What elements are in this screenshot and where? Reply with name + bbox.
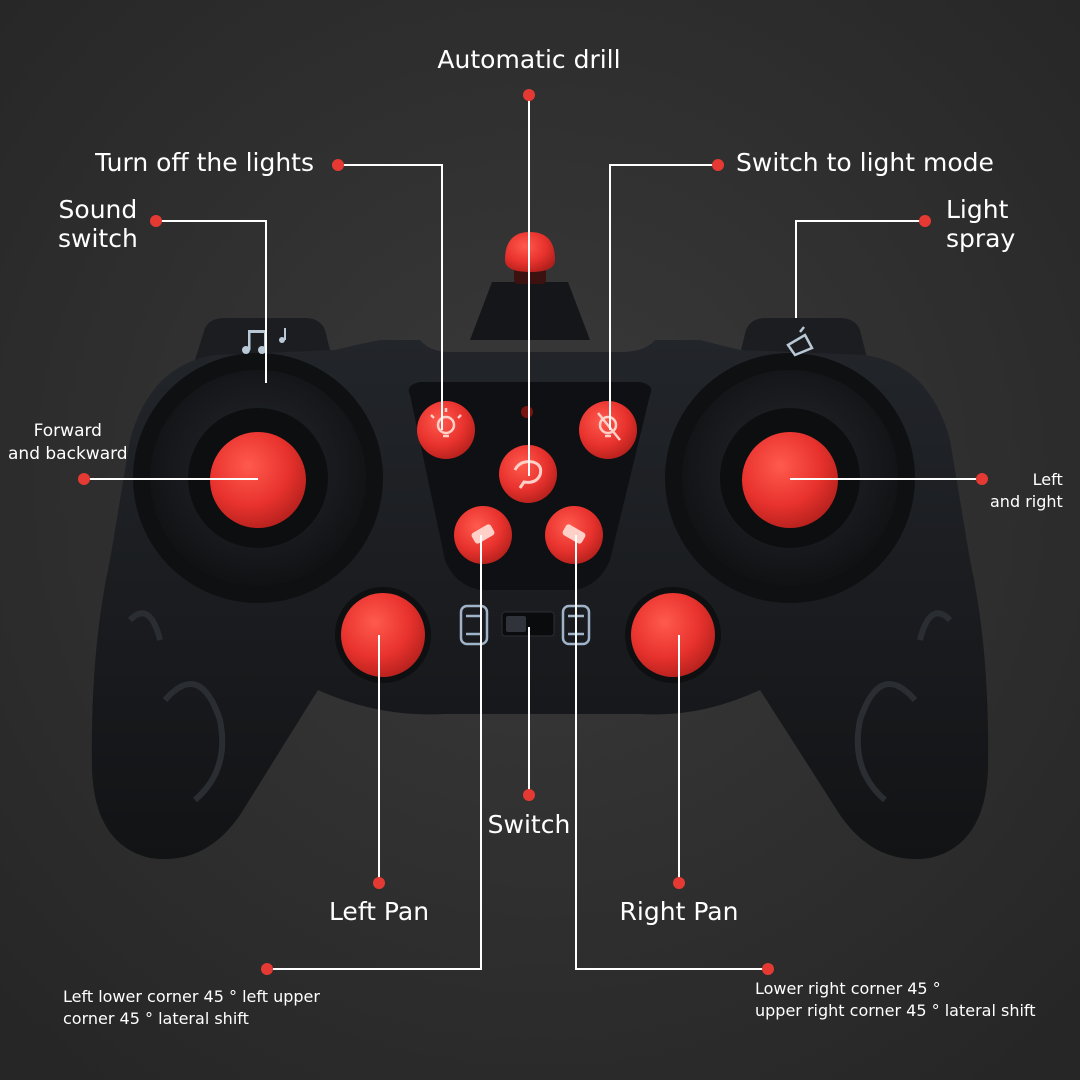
car-diagonal-left-icon (471, 524, 495, 544)
car-diagonal-right-icon (562, 524, 586, 544)
dot-left-pan (373, 877, 385, 889)
dot-switch-light-mode (712, 159, 724, 171)
car-icon (459, 604, 489, 646)
label-lower-right-line1: Lower right corner 45 ° (755, 979, 941, 998)
label-forward-backward: Forward and backward (8, 420, 128, 466)
label-light-spray: Light spray (946, 195, 1016, 254)
label-left-right-line1: Left (1032, 470, 1063, 489)
right-bumper (738, 318, 868, 362)
dot-left-right (976, 473, 988, 485)
right-diagonal-button[interactable] (545, 506, 603, 564)
dot-lower-right (762, 963, 774, 975)
label-lower-right-line2: upper right corner 45 ° lateral shift (755, 1000, 1036, 1020)
label-left-right: Left and right (990, 469, 1063, 512)
label-light-spray-line1: Light (946, 195, 1009, 224)
label-forward-backward-line2: and backward (8, 443, 128, 464)
label-left-right-line2: and right (990, 491, 1063, 511)
label-left-lower-line2: corner 45 ° lateral shift (63, 1008, 249, 1028)
light-on-button[interactable] (417, 401, 475, 459)
lightbulb-icon (430, 408, 462, 438)
label-left-pan: Left Pan (328, 897, 430, 926)
label-left-lower-corner: Left lower corner 45 ° left upper corner… (63, 986, 320, 1029)
dot-switch (523, 789, 535, 801)
dot-sound-switch (150, 215, 162, 227)
line-switch-light-mode (609, 164, 718, 430)
left-diagonal-button[interactable] (454, 506, 512, 564)
left-grip-texture (127, 610, 226, 803)
label-left-lower-line1: Left lower corner 45 ° left upper (63, 987, 320, 1006)
line-turn-off-lights (338, 164, 443, 430)
spray-icon (786, 326, 814, 357)
label-light-spray-line2: spray (946, 223, 1016, 253)
label-sound-switch-line2: switch (58, 223, 138, 253)
dot-automatic-drill (523, 89, 535, 101)
dot-right-pan (673, 877, 685, 889)
left-pan-button[interactable] (335, 587, 431, 683)
light-off-button[interactable] (579, 401, 637, 459)
label-turn-off-lights: Turn off the lights (95, 148, 314, 177)
mode-switch[interactable] (501, 611, 555, 637)
line-light-spray (795, 220, 925, 318)
dot-light-spray (919, 215, 931, 227)
line-left-lower (267, 535, 482, 970)
label-forward-backward-line1: Forward (33, 421, 102, 441)
line-lower-right (575, 535, 768, 970)
label-sound-switch: Sound switch (58, 195, 138, 254)
right-pan-button[interactable] (625, 587, 721, 683)
label-right-pan: Right Pan (619, 897, 739, 926)
right-grip-texture (854, 610, 953, 803)
label-lower-right-corner: Lower right corner 45 ° upper right corn… (755, 978, 1036, 1021)
label-switch-to-light-mode: Switch to light mode (736, 148, 994, 177)
leader-lines (84, 95, 982, 970)
label-sound-switch-line1: Sound (58, 195, 138, 224)
dot-turn-off-lights (332, 159, 344, 171)
dot-forward-backward (78, 473, 90, 485)
label-automatic-drill: Automatic drill (437, 45, 621, 74)
dot-left-lower (261, 963, 273, 975)
line-sound-switch (156, 220, 267, 383)
spin-arrow-icon (513, 460, 543, 489)
leader-dots (78, 89, 988, 975)
power-led (521, 406, 533, 418)
label-switch: Switch (487, 810, 571, 839)
